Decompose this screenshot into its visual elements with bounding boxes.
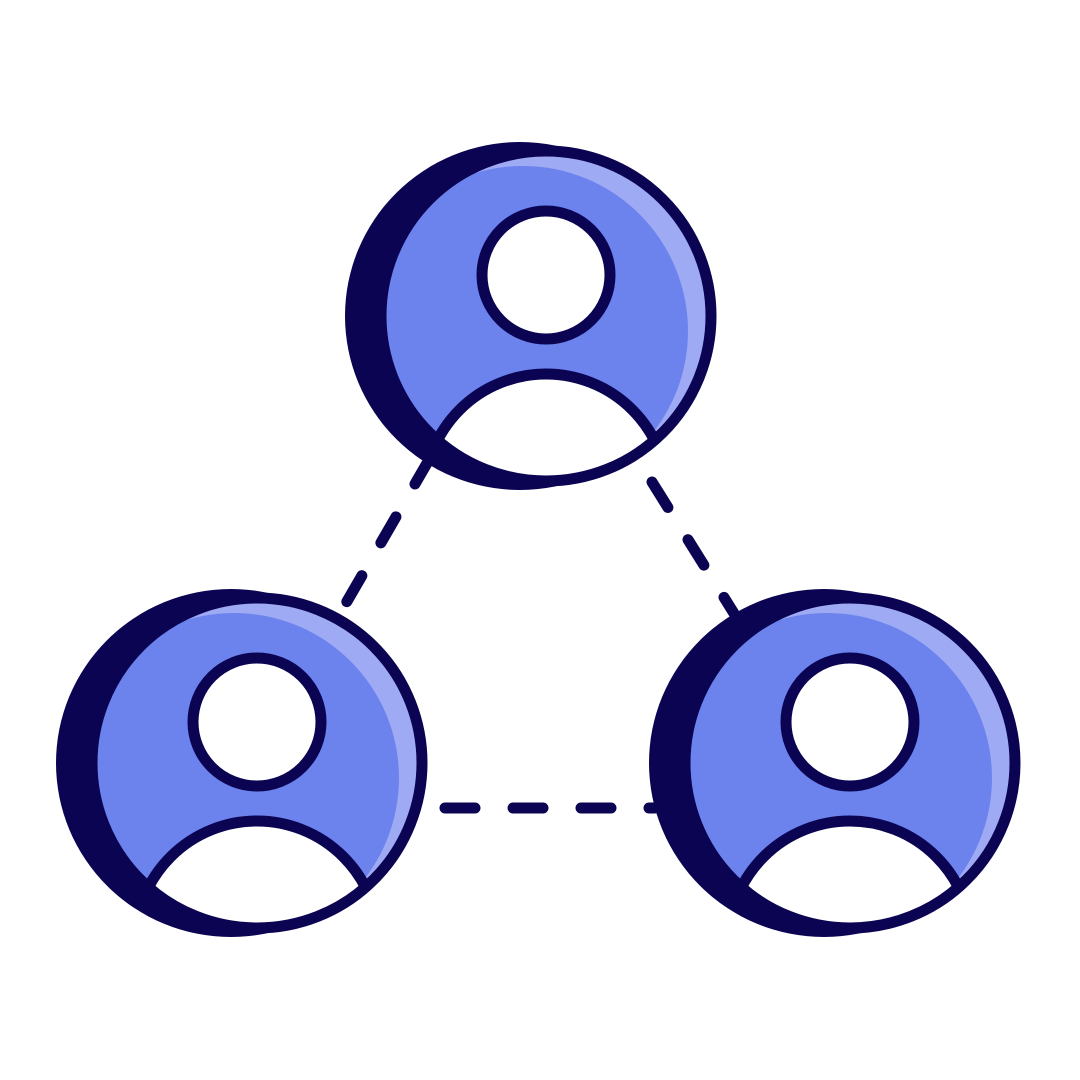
user-avatar-top bbox=[345, 142, 717, 490]
avatar-ring bbox=[679, 592, 1021, 934]
person-head bbox=[187, 652, 327, 792]
person-shoulders bbox=[722, 815, 978, 928]
person-shoulders bbox=[129, 815, 385, 928]
user-avatar-bottom-right bbox=[649, 589, 1021, 937]
person-head bbox=[780, 652, 920, 792]
avatar-ring bbox=[375, 145, 717, 487]
person-head bbox=[476, 205, 616, 345]
connector-top-to-right bbox=[646, 476, 741, 621]
person-shoulders bbox=[418, 368, 674, 481]
user-avatar-bottom-left bbox=[56, 589, 428, 937]
avatar-ring bbox=[86, 592, 428, 934]
connector-top-to-left bbox=[336, 452, 436, 616]
